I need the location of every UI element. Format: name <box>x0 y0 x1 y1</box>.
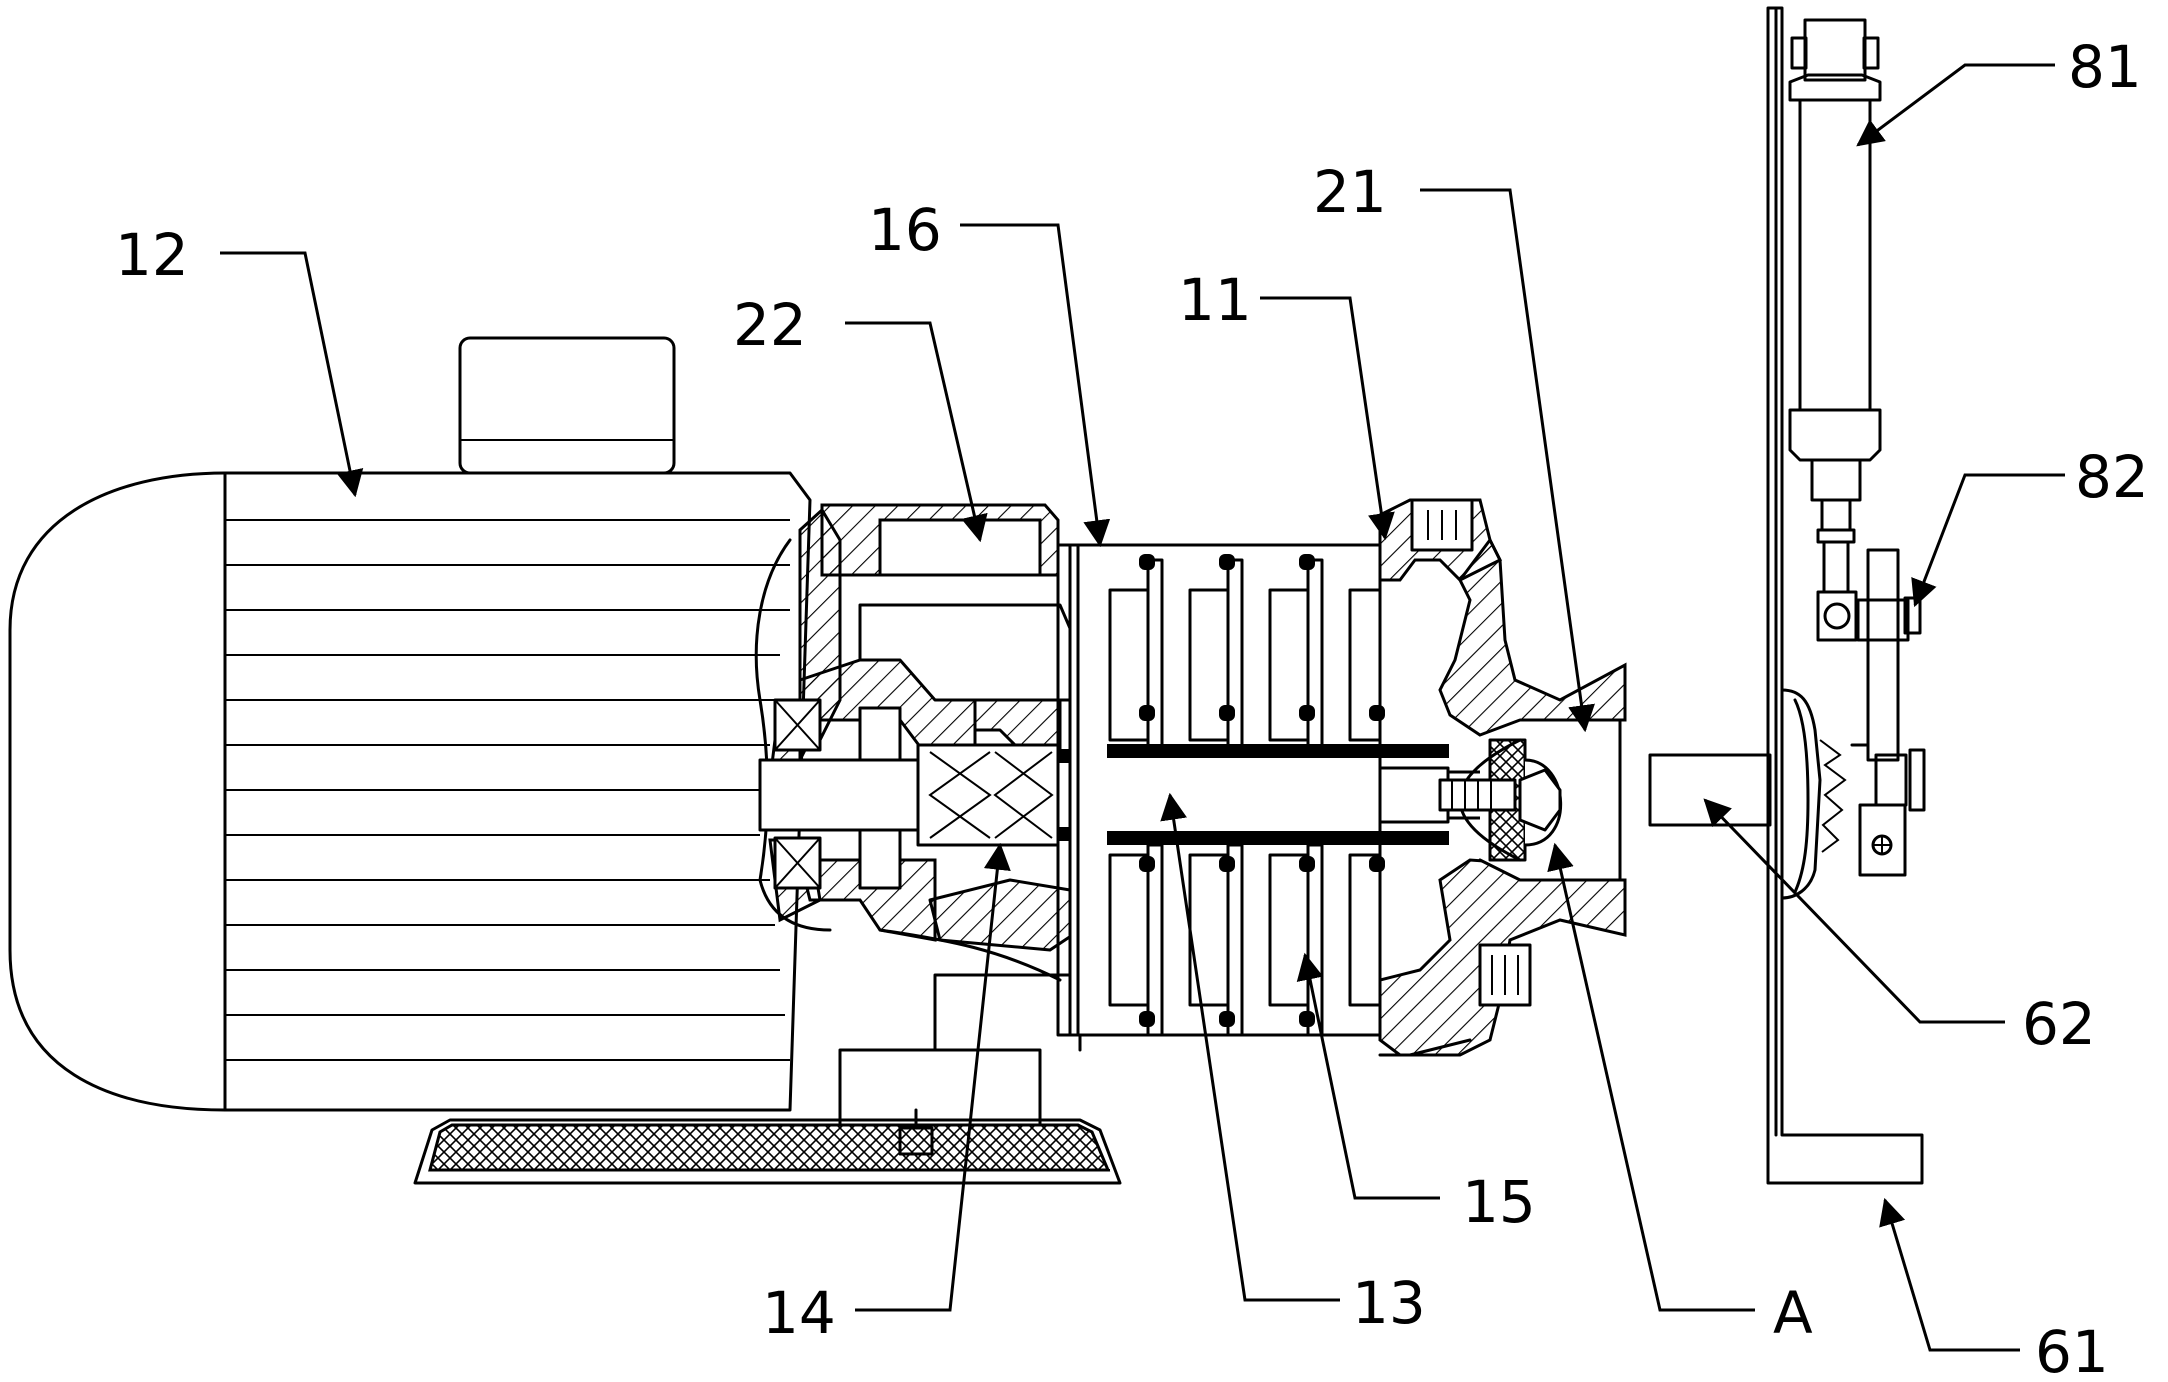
label-12-text: 12 <box>115 221 189 289</box>
label-14: 14 <box>762 842 1011 1347</box>
label-15-text: 15 <box>1462 1168 1536 1236</box>
label-61: 61 <box>1879 1197 2109 1382</box>
label-12: 12 <box>115 221 364 498</box>
air-cylinder <box>1788 18 1882 642</box>
label-16: 16 <box>868 196 1111 548</box>
label-13-text: 13 <box>1352 1269 1426 1337</box>
support-frame <box>1766 6 1924 1185</box>
label-14-text: 14 <box>762 1279 836 1347</box>
drive-wheel <box>1648 688 1847 900</box>
label-62-text: 62 <box>2022 990 2096 1058</box>
label-A-text: A <box>1773 1279 1813 1347</box>
impeller-stage-stack <box>1056 543 1449 1037</box>
label-11-text: 11 <box>1178 266 1252 334</box>
label-13: 13 <box>1160 792 1426 1337</box>
label-82-text: 82 <box>2075 443 2149 511</box>
motor-cooling-fins <box>225 519 790 1061</box>
label-16-text: 16 <box>868 196 942 264</box>
impeller-stage <box>1268 554 1324 1037</box>
label-61-text: 61 <box>2035 1318 2109 1382</box>
impeller-stage <box>1348 588 1385 1007</box>
label-22: 22 <box>733 291 988 543</box>
motor-bearing <box>773 698 902 890</box>
label-A: A <box>1547 842 1813 1347</box>
label-81: 81 <box>1856 33 2142 147</box>
label-11: 11 <box>1178 266 1395 541</box>
base-plate <box>413 1048 1122 1185</box>
label-15: 15 <box>1296 952 1536 1236</box>
motor <box>8 336 812 1112</box>
label-62: 62 <box>1703 798 2096 1058</box>
label-21-text: 21 <box>1313 158 1387 226</box>
clamp-lever <box>1850 548 1926 877</box>
label-22-text: 22 <box>733 291 807 359</box>
label-82: 82 <box>1911 443 2149 608</box>
label-21: 21 <box>1313 158 1595 733</box>
label-81-text: 81 <box>2068 33 2142 101</box>
